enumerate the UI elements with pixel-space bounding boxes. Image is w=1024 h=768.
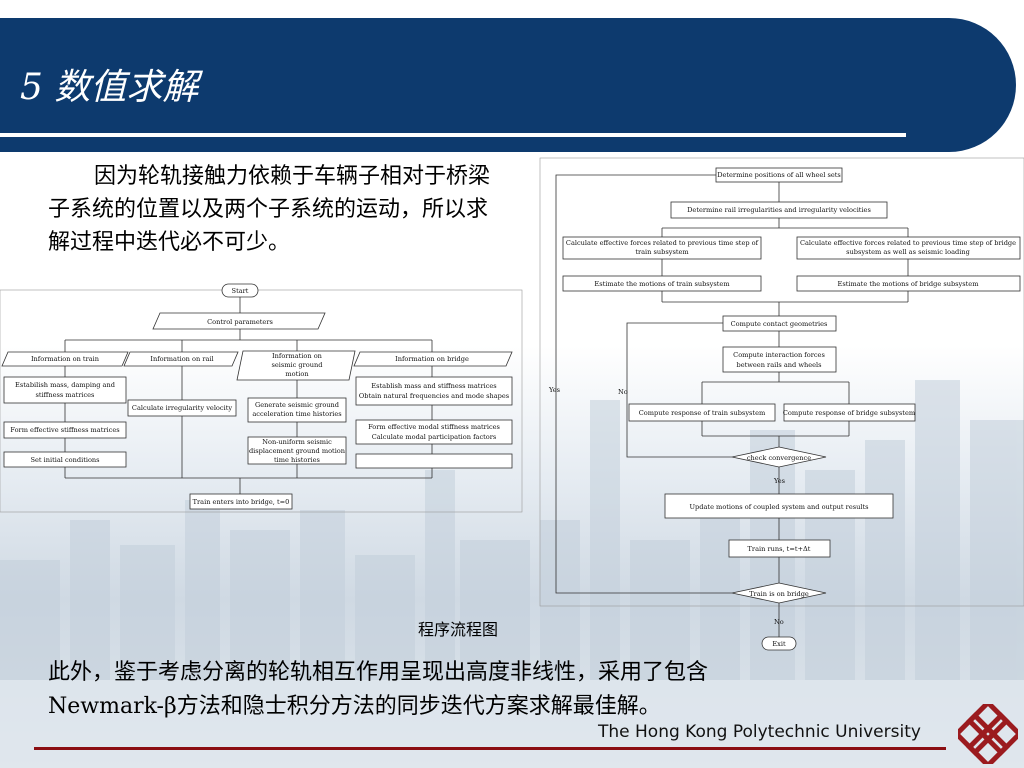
update-motions-label: Update motions of coupled system and out… <box>689 503 869 511</box>
update-motions-node <box>664 493 894 519</box>
bridge-response-label: Compute response of bridge subsystem <box>783 409 916 417</box>
bridge-forces-node <box>796 236 1021 260</box>
train-runs-label: Train runs, t=t+Δt <box>748 545 811 553</box>
header-bar <box>0 18 1016 152</box>
train-on-bridge-label: Train is on bridge <box>749 590 809 598</box>
train-stiffness-label: Form effective stiffness matrices <box>10 426 120 434</box>
interaction-forces-node <box>722 346 837 373</box>
info-bridge-node <box>353 351 513 367</box>
rail-irregularity-label: Calculate irregularity velocity <box>132 404 232 412</box>
flowchart-caption: 程序流程图 <box>418 620 499 639</box>
wheel-positions-label: Determine positions of all wheel sets <box>717 171 841 179</box>
info-train-label: Information on train <box>31 355 100 363</box>
info-bridge-label: Information on bridge <box>395 355 469 363</box>
estimate-bridge-node <box>796 275 1021 292</box>
control-parameters-label: Control parameters <box>207 318 273 326</box>
info-seismic-line-3: motion <box>285 370 309 378</box>
train-forces-line-1: Calculate effective forces related to pr… <box>566 239 759 247</box>
train-runs-node <box>728 539 831 558</box>
bridge-forces-line-2: subsystem as well as seismic loading <box>846 248 970 256</box>
right-flow-frame <box>539 157 1024 607</box>
university-name: The Hong Kong Polytechnic University <box>598 722 921 742</box>
footer-divider <box>34 747 946 750</box>
contact-geometries-node <box>722 315 837 332</box>
exit-terminal <box>761 636 797 651</box>
bridge-modal-line-2: Calculate modal participation factors <box>372 433 497 441</box>
seismic-nonuniform-line-1: Non-uniform seismic <box>262 438 332 446</box>
estimate-train-label: Estimate the motions of train subsystem <box>594 280 730 288</box>
slide-title: 5 数值求解 <box>20 67 199 108</box>
bridge-initial-node <box>355 453 513 469</box>
train-forces-line-2: train subsystem <box>635 248 689 256</box>
no-label-convergence: No <box>618 388 628 396</box>
exit-label: Exit <box>772 640 786 648</box>
info-seismic-line-1: Information on <box>272 352 323 360</box>
train-enters-label: Train enters into bridge, t=0 <box>193 498 290 506</box>
seismic-generate-node <box>247 397 347 423</box>
train-mass-line-1: Estabilish mass, damping and <box>15 381 116 389</box>
rail-irregularities-label: Determine rail irregularities and irregu… <box>687 206 871 214</box>
interaction-forces-line-2: between rails and wheels <box>736 361 822 369</box>
header-divider <box>0 133 906 137</box>
intro-paragraph: 因为轮轨接触力依赖于车辆子相对于桥梁子系统的位置以及两个子系统的运动，所以求解过… <box>48 164 491 255</box>
train-response-label: Compute response of train subsystem <box>639 409 766 417</box>
seismic-generate-line-2: acceleration time histories <box>252 410 342 418</box>
bridge-forces-line-1: Calculate effective forces related to pr… <box>800 239 1016 247</box>
check-convergence-label: check convergence <box>747 454 811 462</box>
conclusion-paragraph: 此外，鉴于考虑分离的轮轨相互作用呈现出高度非线性，采用了包含 Newmark-β… <box>48 656 928 724</box>
train-enters-node <box>189 493 293 510</box>
seismic-nonuniform-line-3: time histories <box>274 456 321 464</box>
bridge-mass-line-2: Obtain natural frequencies and mode shap… <box>359 392 510 400</box>
no-label-on-bridge: No <box>774 618 784 626</box>
bridge-response-node <box>783 403 916 422</box>
info-seismic-line-2: seismic ground <box>272 361 324 369</box>
seismic-generate-line-1: Generate seismic ground <box>255 401 340 409</box>
bridge-modal-node <box>355 419 513 445</box>
conclusion-line-2: Newmark-β方法和隐士积分方法的同步迭代方案求解最佳解。 <box>48 694 661 719</box>
seismic-nonuniform-node <box>247 436 347 465</box>
info-train-node <box>1 351 129 367</box>
interaction-forces-line-1: Compute interaction forces <box>733 351 825 359</box>
yes-label-convergence: Yes <box>773 477 786 485</box>
train-mass-line-2: stiffness matrices <box>36 391 96 399</box>
estimate-bridge-label: Estimate the motions of bridge subsystem <box>838 280 980 288</box>
bridge-mass-node <box>355 376 513 406</box>
bridge-modal-line-1: Form effective modal stiffness matrices <box>368 423 500 431</box>
train-initial-label: Set initial conditions <box>30 456 100 464</box>
polyu-logo-icon <box>958 704 1018 764</box>
info-seismic-node <box>236 350 356 381</box>
yes-label-on-bridge: Yes <box>548 386 561 394</box>
left-flow-frame <box>0 289 523 513</box>
contact-geometries-label: Compute contact geometries <box>731 320 828 328</box>
train-mass-node <box>3 376 127 404</box>
bridge-mass-line-1: Establish mass and stiffness matrices <box>371 382 497 390</box>
control-parameters-node <box>152 312 326 330</box>
start-label: Start <box>232 287 249 295</box>
seismic-nonuniform-line-2: displacement ground motion <box>249 447 346 455</box>
info-rail-label: Information on rail <box>150 355 213 363</box>
conclusion-line-1: 此外，鉴于考虑分离的轮轨相互作用呈现出高度非线性，采用了包含 <box>48 660 709 685</box>
info-rail-node <box>123 351 239 367</box>
